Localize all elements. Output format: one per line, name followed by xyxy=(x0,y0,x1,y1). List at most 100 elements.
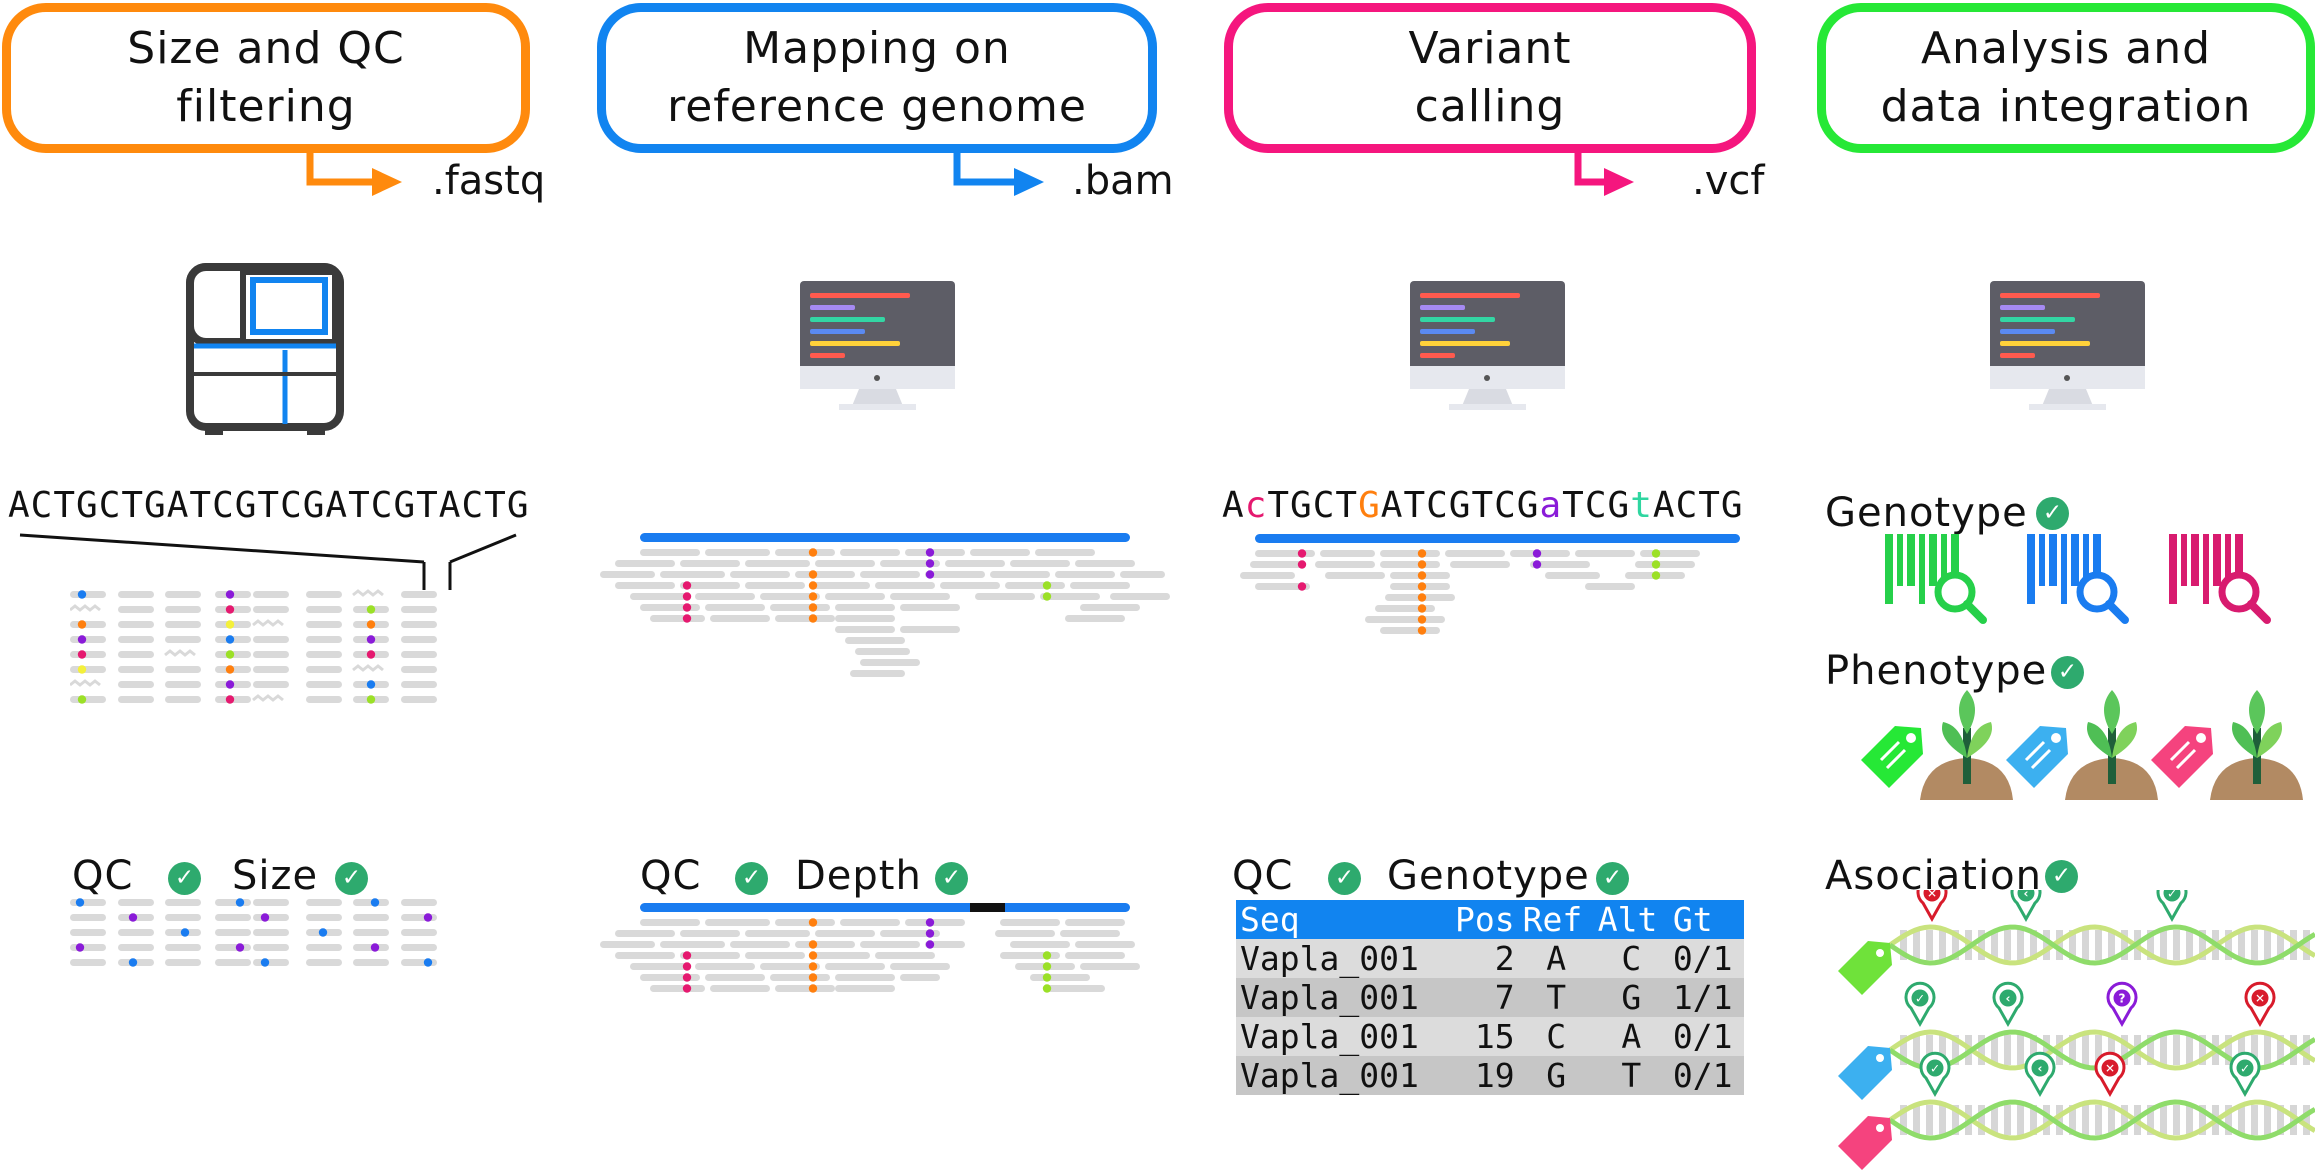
variant-dot xyxy=(77,650,87,659)
tag-icon xyxy=(1838,941,1892,995)
read-segment xyxy=(835,974,895,981)
table-cell: 19 xyxy=(1443,1056,1519,1095)
table-cell: 1/1 xyxy=(1668,978,1744,1017)
dna-rung xyxy=(2225,930,2232,960)
read-segment xyxy=(925,571,985,578)
variant-dot xyxy=(808,940,818,949)
read-segment xyxy=(118,606,154,613)
variant-dot xyxy=(128,913,138,922)
read-segment xyxy=(815,560,875,567)
read-segment xyxy=(730,571,790,578)
read-segment xyxy=(70,899,106,906)
read-segment xyxy=(306,681,342,688)
variant-dot xyxy=(1651,571,1661,580)
read-segment xyxy=(710,615,770,622)
marker-badge xyxy=(1911,989,1929,1007)
dna-strand: ✕‹✓✓ xyxy=(1838,890,2315,995)
dna-backbone xyxy=(1888,924,2315,966)
marker-pin-icon: ‹ xyxy=(2024,1051,2056,1098)
variant-dot xyxy=(682,592,692,601)
variant-dot xyxy=(808,581,818,590)
barcode-bar xyxy=(2071,534,2079,586)
read-segment xyxy=(401,696,437,703)
marker-pin-icon: ✓ xyxy=(1919,1051,1951,1098)
read-segment xyxy=(118,666,154,673)
read-segment xyxy=(680,952,740,959)
variant-dot xyxy=(925,929,935,938)
magnifier-lens xyxy=(2076,571,2118,613)
read-segment xyxy=(253,651,289,658)
dna-rung xyxy=(2173,1035,2180,1065)
read-segment xyxy=(1325,572,1385,579)
dna-rung xyxy=(2056,1035,2063,1065)
read-segment xyxy=(630,963,690,970)
barcode-search-icons xyxy=(1885,534,2271,624)
read-segment xyxy=(825,963,885,970)
step-title-variant-calling: Variant calling xyxy=(1408,23,1572,132)
low-quality-read xyxy=(252,619,284,627)
computer-monitor-icon xyxy=(1410,281,1565,410)
read-segment xyxy=(1010,560,1070,567)
marker-badge xyxy=(2031,1059,2049,1077)
variant-dot xyxy=(1417,626,1427,635)
read-segment xyxy=(1575,550,1635,557)
read-segment xyxy=(775,919,835,926)
sequence-segment: TCG xyxy=(1562,485,1631,526)
plant-leaf xyxy=(1967,722,1992,758)
read-segment xyxy=(705,919,770,926)
read-segment xyxy=(165,591,201,598)
dna-rung xyxy=(2303,1035,2310,1065)
read-segment xyxy=(165,666,201,673)
marker-badge xyxy=(1999,989,2017,1007)
bam-arrow xyxy=(953,150,1022,186)
variant-dot xyxy=(1297,560,1307,569)
variant-dot xyxy=(225,650,235,659)
variant-dot xyxy=(77,635,87,644)
read-segment xyxy=(401,636,437,643)
barcode-bar xyxy=(2049,534,2057,586)
variant-dot xyxy=(1651,549,1661,558)
reference-genome-bar xyxy=(640,533,1130,542)
dna-rung xyxy=(2004,930,2011,960)
read-segment xyxy=(70,591,106,598)
barcode-bar xyxy=(1951,534,1959,604)
dna-rung xyxy=(2225,1105,2232,1135)
qc-label-1: QC xyxy=(72,853,134,899)
read-segment xyxy=(745,560,810,567)
variant-dot xyxy=(370,898,380,907)
table-cell: T xyxy=(1593,1056,1669,1095)
dna-rung xyxy=(2303,930,2310,960)
table-cell: 0/1 xyxy=(1668,1056,1744,1095)
dna-rung xyxy=(1991,930,1998,960)
read-segment xyxy=(118,929,154,936)
marker-badge xyxy=(1926,1059,1944,1077)
dna-rung xyxy=(2264,1105,2271,1135)
read-segment xyxy=(165,636,201,643)
variant-dot xyxy=(925,940,935,949)
ext-bam: .bam xyxy=(1072,158,1174,204)
dna-rung xyxy=(2030,1105,2037,1135)
low-depth-region xyxy=(970,903,1005,912)
dna-rung xyxy=(2186,1035,2193,1065)
table-header-cell: Alt xyxy=(1593,900,1669,939)
qc-label-2: QC xyxy=(640,853,702,899)
read-segment xyxy=(306,959,342,966)
read-segment xyxy=(353,959,389,966)
dna-rung xyxy=(1978,1035,1985,1065)
barcode-bar xyxy=(2093,534,2101,604)
marker-symbol: ? xyxy=(2119,992,2126,1006)
read-segment xyxy=(118,651,154,658)
read-segment xyxy=(1250,561,1305,568)
read-segment xyxy=(306,606,342,613)
read-segment xyxy=(615,560,675,567)
dna-rung xyxy=(2108,1035,2115,1065)
dna-rung xyxy=(2277,930,2284,960)
plant-leaf xyxy=(1959,690,1975,734)
variant-dot xyxy=(1532,549,1542,558)
variant-dot xyxy=(1042,951,1052,960)
read-segment xyxy=(760,593,820,600)
vcf-arrow xyxy=(1574,150,1612,186)
read-segment xyxy=(745,582,805,589)
read-segment xyxy=(900,626,960,633)
variant-dot xyxy=(1417,549,1427,558)
